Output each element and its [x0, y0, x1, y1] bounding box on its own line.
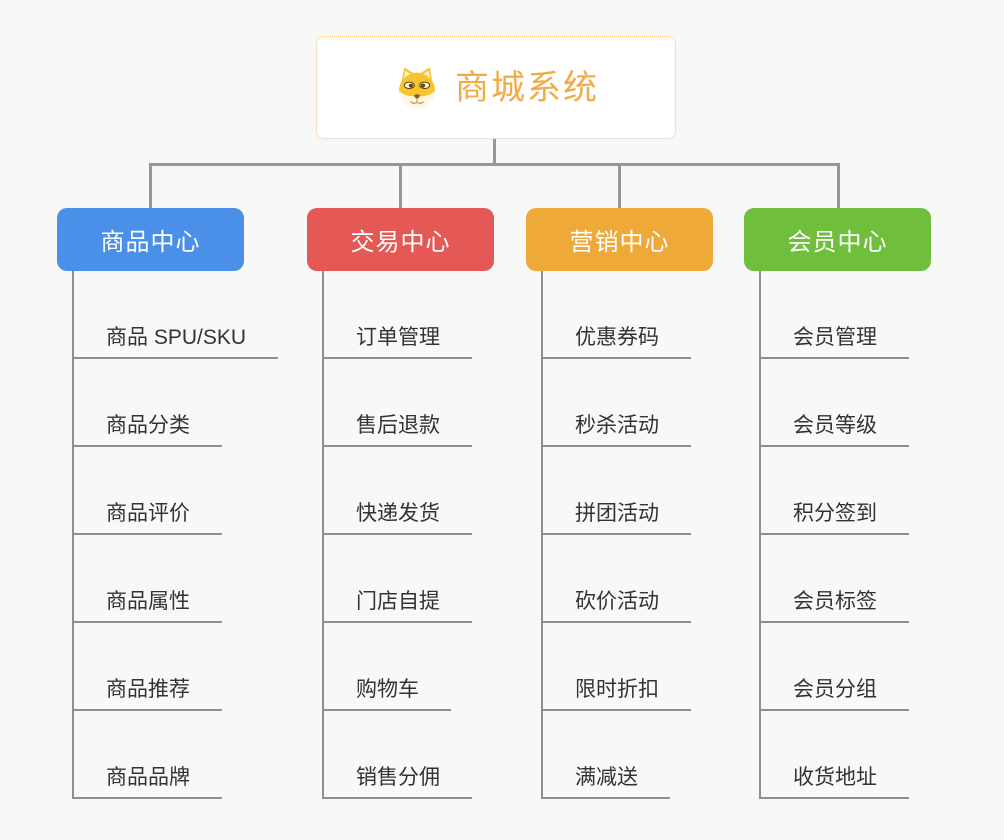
branch-goods: 商品中心 商品 SPU/SKU 商品分类 商品评价 商品属性 商品推荐 商品品牌: [57, 208, 279, 799]
branch-header-marketing[interactable]: 营销中心: [526, 208, 713, 271]
node-item[interactable]: 商品属性: [72, 535, 222, 623]
branch-marketing: 营销中心 优惠券码 秒杀活动 拼团活动 砍价活动 限时折扣 满减送: [526, 208, 713, 799]
branch-trade: 交易中心 订单管理 售后退款 快递发货 门店自提 购物车 销售分佣: [307, 208, 494, 799]
connector-drop-goods: [149, 163, 152, 208]
connector-root-stem: [493, 139, 496, 165]
branch-header-goods[interactable]: 商品中心: [57, 208, 244, 271]
connector-horizontal-line: [149, 163, 840, 166]
node-item[interactable]: 商品分类: [72, 359, 222, 447]
node-item[interactable]: 优惠券码: [541, 271, 691, 359]
node-item[interactable]: 订单管理: [322, 271, 472, 359]
node-item[interactable]: 会员等级: [759, 359, 909, 447]
branch-items-trade: 订单管理 售后退款 快递发货 门店自提 购物车 销售分佣: [322, 271, 494, 799]
node-item[interactable]: 商品 SPU/SKU: [72, 271, 279, 359]
branch-items-goods: 商品 SPU/SKU 商品分类 商品评价 商品属性 商品推荐 商品品牌: [72, 271, 279, 799]
shiba-dog-icon: [399, 66, 435, 109]
node-item[interactable]: 积分签到: [759, 447, 909, 535]
node-item[interactable]: 商品推荐: [72, 623, 222, 711]
node-item[interactable]: 会员分组: [759, 623, 909, 711]
connector-drop-marketing: [618, 163, 621, 208]
node-item[interactable]: 秒杀活动: [541, 359, 691, 447]
branch-items-marketing: 优惠券码 秒杀活动 拼团活动 砍价活动 限时折扣 满减送: [541, 271, 713, 799]
node-item[interactable]: 会员管理: [759, 271, 909, 359]
node-item[interactable]: 砍价活动: [541, 535, 691, 623]
node-item[interactable]: 销售分佣: [322, 711, 472, 799]
node-item[interactable]: 拼团活动: [541, 447, 691, 535]
node-item[interactable]: 门店自提: [322, 535, 472, 623]
branch-header-member[interactable]: 会员中心: [744, 208, 931, 271]
branch-member: 会员中心 会员管理 会员等级 积分签到 会员标签 会员分组 收货地址: [744, 208, 931, 799]
node-item[interactable]: 快递发货: [322, 447, 472, 535]
node-item[interactable]: 会员标签: [759, 535, 909, 623]
node-item[interactable]: 商品评价: [72, 447, 222, 535]
branch-items-member: 会员管理 会员等级 积分签到 会员标签 会员分组 收货地址: [759, 271, 931, 799]
connector-drop-trade: [399, 163, 402, 208]
connector-drop-member: [837, 163, 840, 208]
node-item[interactable]: 收货地址: [759, 711, 909, 799]
branch-header-trade[interactable]: 交易中心: [307, 208, 494, 271]
node-item[interactable]: 商品品牌: [72, 711, 222, 799]
node-item[interactable]: 购物车: [322, 623, 451, 711]
node-item[interactable]: 售后退款: [322, 359, 472, 447]
node-item[interactable]: 限时折扣: [541, 623, 691, 711]
node-item[interactable]: 满减送: [541, 711, 670, 799]
root-node[interactable]: 商城系统: [316, 36, 676, 139]
root-title: 商城系统: [455, 68, 599, 107]
